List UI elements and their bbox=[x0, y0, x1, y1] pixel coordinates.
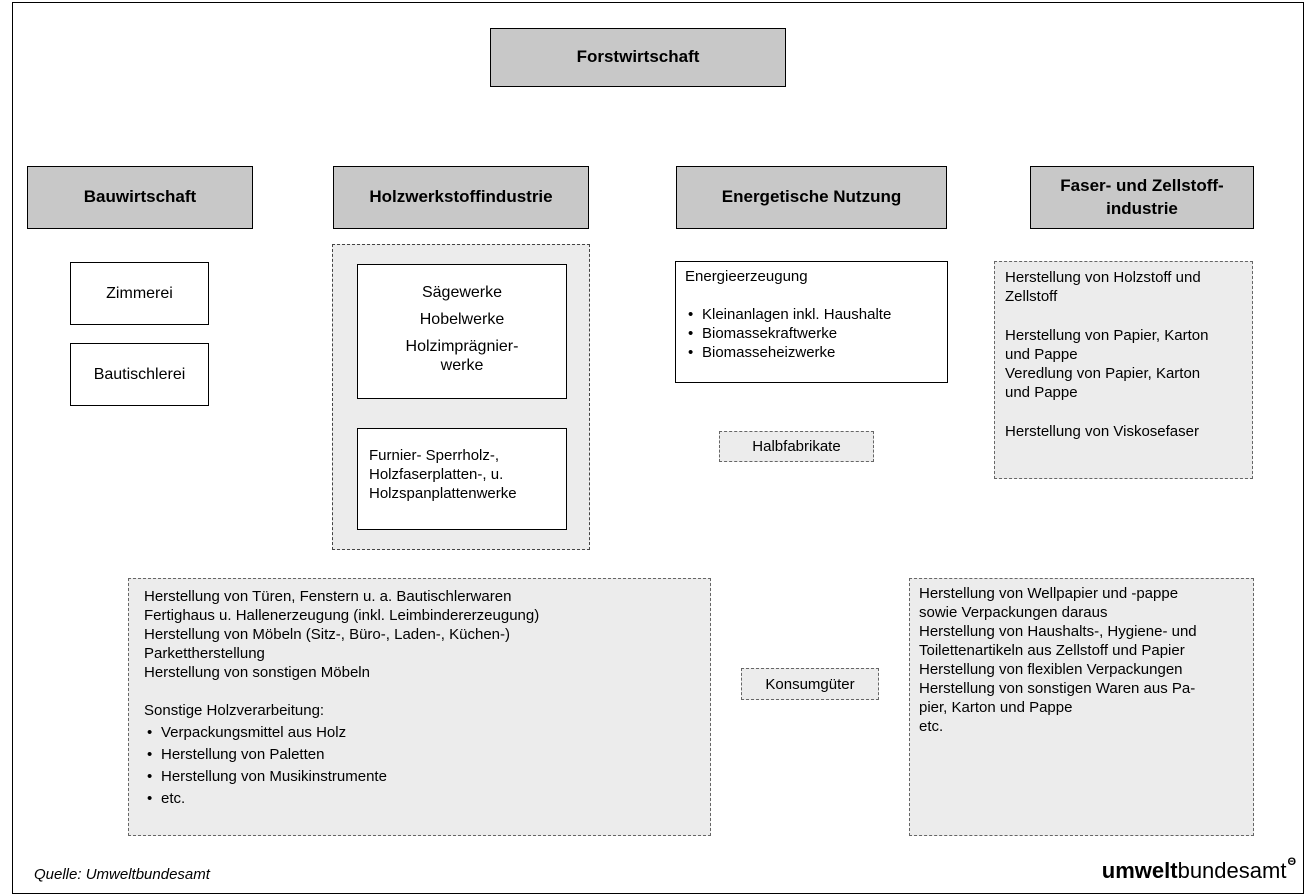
saegewerke-label: Sägewerke bbox=[421, 284, 503, 301]
konsum-right-line: etc. bbox=[919, 718, 944, 735]
konsum-right-box: Herstellung von Wellpapier und -pappe so… bbox=[909, 578, 1254, 836]
konsum-right-line: sowie Verpackungen daraus bbox=[919, 604, 1108, 621]
energieerzeugung-box: Energieerzeugung Kleinanlagen inkl. Haus… bbox=[675, 261, 948, 383]
konsum-left-line: Sonstige Holzverarbeitung: bbox=[144, 702, 325, 719]
list-item: Biomasseheizwerke bbox=[685, 343, 947, 362]
konsum-left-line bbox=[144, 682, 710, 701]
umweltbundesamt-logo: umweltbundesamtΘ bbox=[1101, 856, 1296, 884]
diagram-frame bbox=[12, 2, 1304, 894]
konsum-left-box: Herstellung von Türen, Fenstern u. a. Ba… bbox=[128, 578, 711, 836]
faser-line bbox=[1005, 306, 1252, 326]
sector-label: Energetische Nutzung bbox=[721, 187, 902, 207]
bautischlerei-label: Bautischlerei bbox=[93, 366, 186, 383]
sector-holzwerkstoffindustrie: Holzwerkstoffindustrie bbox=[333, 166, 589, 229]
hobelwerke-label: Hobelwerke bbox=[419, 311, 505, 328]
list-item: etc. bbox=[144, 789, 710, 808]
faser-box: Herstellung von Holzstoff und Zellstoff … bbox=[994, 261, 1253, 479]
sector-faser-zellstoff: Faser- und Zellstoff- industrie bbox=[1030, 166, 1254, 229]
list-item: Herstellung von Musikinstrumente bbox=[144, 767, 710, 786]
energie-list: Kleinanlagen inkl. Haushalte Biomassekra… bbox=[685, 305, 947, 362]
konsumgueter-label: Konsumgüter bbox=[765, 675, 855, 693]
konsum-right-line: Herstellung von Wellpapier und -pappe bbox=[919, 585, 1179, 602]
zimmerei-label: Zimmerei bbox=[106, 285, 173, 302]
bautischlerei-box: Bautischlerei bbox=[70, 343, 209, 406]
sector-energetische-nutzung: Energetische Nutzung bbox=[676, 166, 947, 229]
faser-line: Veredlung von Papier, Karton bbox=[1005, 365, 1201, 382]
source-caption: Quelle: Umweltbundesamt bbox=[34, 866, 210, 883]
sector-label: Bauwirtschaft bbox=[83, 187, 197, 207]
furnier-box: Furnier- Sperrholz-, Holzfaserplatten-, … bbox=[357, 428, 567, 530]
holzimpraegnierwerke-label: Holzimprägnier- werke bbox=[405, 338, 519, 374]
sector-label: Holzwerkstoffindustrie bbox=[369, 187, 553, 207]
furnier-label: Furnier- Sperrholz-, Holzfaserplatten-, … bbox=[369, 447, 517, 502]
faser-line: Zellstoff bbox=[1005, 288, 1058, 305]
faser-line: Herstellung von Holzstoff und bbox=[1005, 269, 1201, 286]
zimmerei-box: Zimmerei bbox=[70, 262, 209, 325]
sector-bauwirtschaft: Bauwirtschaft bbox=[27, 166, 253, 229]
logo-text-regular: bundesamt bbox=[1177, 858, 1287, 883]
halbfabrikate-box: Halbfabrikate bbox=[719, 431, 874, 462]
konsum-left-line: Fertighaus u. Hallenerzeugung (inkl. Lei… bbox=[144, 607, 540, 624]
list-item: Herstellung von Paletten bbox=[144, 745, 710, 764]
faser-line: Herstellung von Viskosefaser bbox=[1005, 423, 1199, 440]
konsum-left-line: Herstellung von Türen, Fenstern u. a. Ba… bbox=[144, 588, 512, 605]
konsum-left-line: Parkettherstellung bbox=[144, 645, 265, 662]
halbfabrikate-label: Halbfabrikate bbox=[752, 438, 841, 455]
konsum-left-list: Verpackungsmittel aus Holz Herstellung v… bbox=[144, 723, 710, 808]
forstwirtschaft-box: Forstwirtschaft bbox=[490, 28, 786, 87]
sector-label: Faser- und Zellstoff- industrie bbox=[1060, 176, 1224, 218]
list-item: Kleinanlagen inkl. Haushalte bbox=[685, 305, 947, 324]
faser-line: Herstellung von Papier, Karton bbox=[1005, 327, 1209, 344]
list-item: Biomassekraftwerke bbox=[685, 324, 947, 343]
faser-line: und Pappe bbox=[1005, 346, 1078, 363]
konsum-right-line: pier, Karton und Pappe bbox=[919, 699, 1073, 716]
list-item: Verpackungsmittel aus Holz bbox=[144, 723, 710, 742]
logo-text-bold: umwelt bbox=[1101, 858, 1178, 883]
saegewerke-box: Sägewerke Hobelwerke Holzimprägnier- wer… bbox=[357, 264, 567, 399]
konsumgueter-box: Konsumgüter bbox=[741, 668, 879, 700]
konsum-left-line: Herstellung von Möbeln (Sitz-, Büro-, La… bbox=[144, 626, 511, 643]
konsum-right-line: Herstellung von Haushalts-, Hygiene- und bbox=[919, 623, 1197, 640]
faser-line: und Pappe bbox=[1005, 384, 1078, 401]
konsum-right-line: Toilettenartikeln aus Zellstoff und Papi… bbox=[919, 642, 1185, 659]
faser-line bbox=[1005, 402, 1252, 422]
konsum-right-line: Herstellung von flexiblen Verpackungen bbox=[919, 661, 1183, 678]
logo-mark-icon: Θ bbox=[1287, 856, 1296, 868]
forstwirtschaft-label: Forstwirtschaft bbox=[576, 47, 700, 67]
konsum-left-line: Herstellung von sonstigen Möbeln bbox=[144, 664, 370, 681]
konsum-right-line: Herstellung von sonstigen Waren aus Pa- bbox=[919, 680, 1196, 697]
energieerzeugung-title: Energieerzeugung bbox=[685, 268, 808, 285]
